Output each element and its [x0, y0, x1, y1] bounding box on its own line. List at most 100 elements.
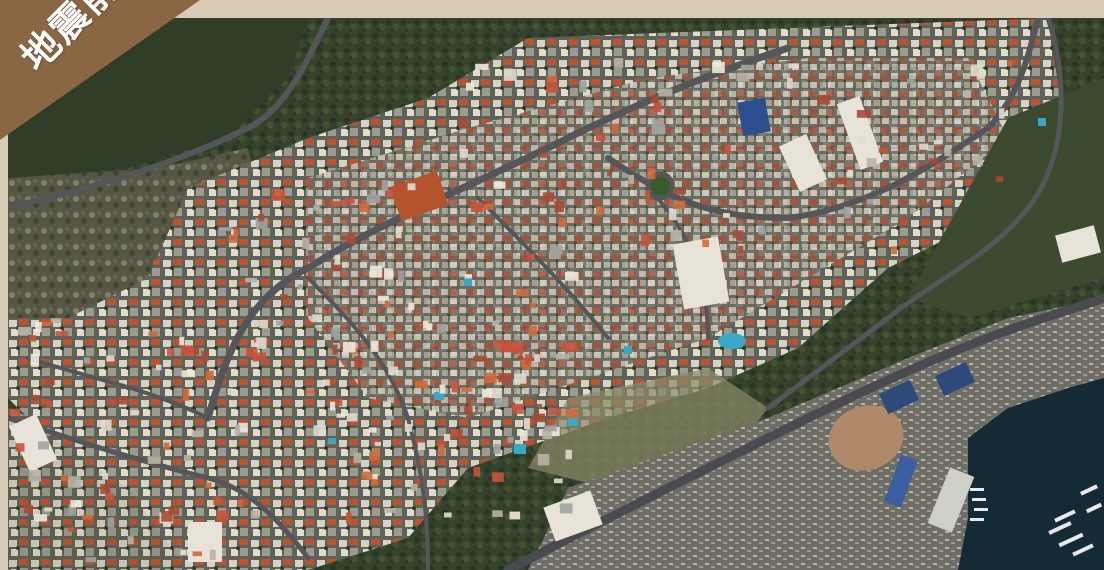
rooftop: [459, 149, 468, 158]
rooftop: [209, 549, 216, 561]
rooftop: [253, 352, 267, 359]
rooftop: [818, 94, 831, 105]
rooftop: [346, 413, 358, 422]
rooftop: [549, 244, 563, 255]
rooftop: [181, 370, 196, 378]
rooftop: [549, 250, 561, 259]
rooftop: [70, 500, 82, 508]
rooftop: [404, 423, 413, 432]
rooftop: [482, 389, 492, 398]
rooftop: [546, 83, 559, 93]
rooftop: [372, 448, 380, 460]
rooftop: [835, 177, 847, 185]
rooftop: [330, 201, 342, 207]
rooftop: [498, 373, 512, 383]
rooftop: [395, 227, 402, 239]
rooftop: [361, 471, 373, 480]
rooftop: [907, 79, 915, 84]
rooftop: [245, 277, 257, 283]
rooftop: [738, 245, 744, 254]
rooftop: [512, 403, 524, 414]
rooftop: [444, 512, 452, 518]
rooftop: [503, 69, 517, 81]
rooftop: [787, 78, 793, 89]
rooftop: [537, 454, 550, 466]
rooftop: [183, 455, 191, 461]
sports-field: [828, 405, 904, 471]
rooftop: [250, 510, 260, 519]
rooftop: [558, 217, 567, 228]
rooftop: [130, 410, 140, 416]
rooftop: [451, 382, 459, 393]
rooftop: [255, 217, 268, 230]
label-ribbon-shape: [0, 0, 200, 140]
rooftop: [517, 355, 524, 360]
rooftop: [384, 268, 394, 280]
rooftop: [68, 504, 77, 516]
rooftop: [407, 183, 416, 191]
rooftop: [417, 442, 426, 451]
rooftop: [227, 388, 233, 396]
rooftop: [106, 355, 115, 362]
rooftop: [55, 331, 69, 337]
rooftop: [345, 512, 352, 524]
rooftop: [542, 192, 555, 202]
rooftop: [366, 194, 381, 203]
rooftop: [353, 452, 362, 464]
satellite-imagery: [8, 18, 1104, 570]
rooftop: [256, 337, 267, 349]
rooftop: [216, 510, 229, 520]
rooftop: [370, 340, 379, 352]
rooftop: [596, 206, 604, 216]
rooftop: [996, 176, 1004, 183]
rooftop: [40, 321, 53, 326]
rooftop: [312, 314, 323, 323]
rooftop: [653, 101, 662, 113]
rooftop: [565, 272, 579, 281]
rooftop: [23, 504, 33, 514]
rooftop: [85, 557, 97, 563]
rooftop: [35, 322, 42, 333]
rooftop: [9, 408, 21, 417]
rooftop: [492, 472, 504, 482]
rooftop: [866, 199, 874, 205]
rooftop: [928, 158, 939, 164]
rooftop: [866, 158, 877, 168]
blue-court: [737, 97, 771, 137]
rooftop: [377, 295, 389, 301]
rooftop: [38, 441, 49, 450]
rooftop: [565, 449, 572, 460]
rooftop: [436, 323, 447, 334]
rooftop: [491, 320, 500, 326]
rooftop: [205, 482, 212, 489]
rooftop: [182, 388, 190, 401]
rooftop: [444, 434, 451, 441]
rooftop: [509, 511, 521, 520]
rooftop: [163, 442, 170, 451]
rooftop: [219, 227, 233, 232]
rooftop: [410, 484, 418, 491]
rooftop: [524, 354, 532, 365]
rooftop: [280, 294, 288, 299]
rooftop: [628, 174, 634, 184]
rooftop: [725, 145, 731, 155]
rooftop: [976, 75, 985, 80]
rooftop: [658, 88, 673, 97]
rooftop: [179, 336, 185, 346]
harbor-water: [958, 378, 1104, 570]
rooftop: [362, 367, 372, 374]
rooftop: [607, 170, 612, 177]
rooftop: [180, 549, 187, 556]
rooftop: [336, 413, 346, 418]
rooftop: [449, 428, 463, 439]
rooftop: [555, 353, 570, 360]
rooftop: [493, 443, 501, 455]
rooftop: [15, 443, 25, 452]
rooftop: [29, 335, 37, 342]
rooftop: [519, 430, 528, 441]
rooftop: [964, 89, 972, 98]
rooftop: [258, 214, 265, 222]
rooftop: [494, 339, 500, 349]
rooftop: [483, 203, 493, 210]
rooftop: [246, 347, 258, 357]
